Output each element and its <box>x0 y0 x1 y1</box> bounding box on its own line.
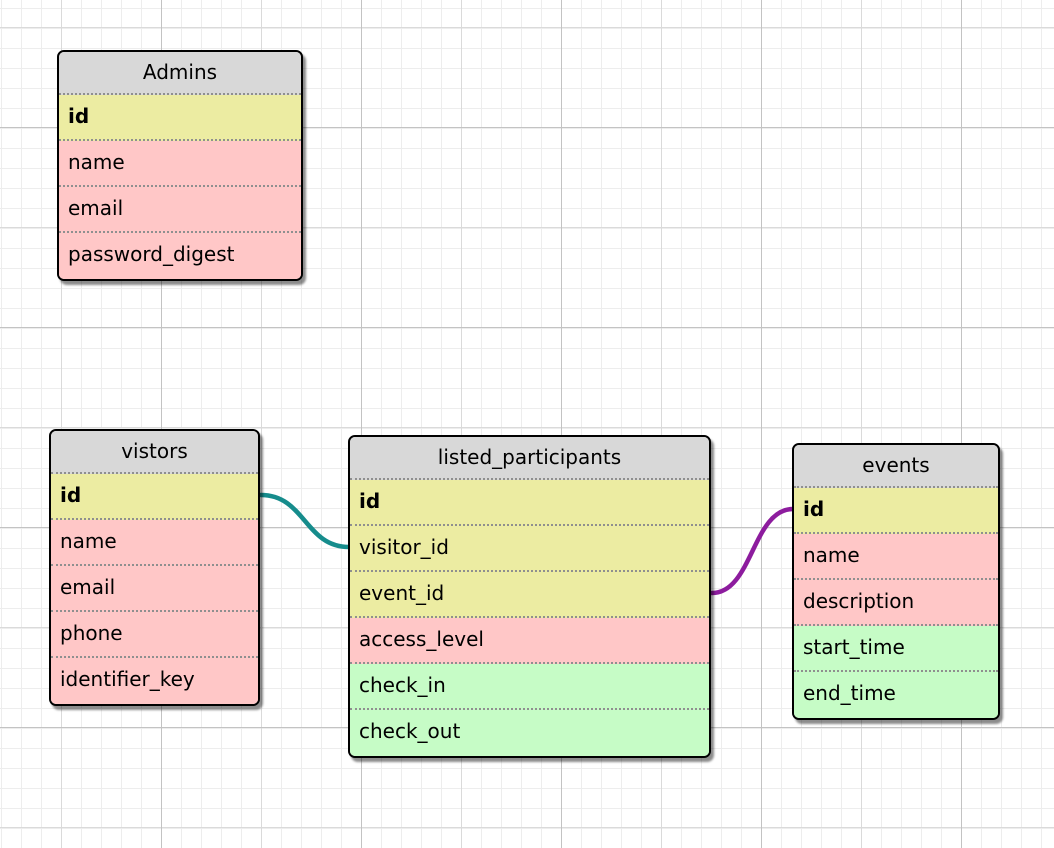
table-title-listed_participants[interactable]: listed_participants <box>350 437 709 480</box>
field-row-events-id: id <box>794 488 998 534</box>
field-row-admins-email: email <box>59 187 301 233</box>
table-title-vistors[interactable]: vistors <box>51 431 258 474</box>
field-row-listed_participants-check_out: check_out <box>350 710 709 756</box>
field-row-vistors-name: name <box>51 520 258 566</box>
field-row-listed_participants-id: id <box>350 480 709 526</box>
table-title-admins[interactable]: Admins <box>59 52 301 95</box>
field-row-listed_participants-event_id: event_id <box>350 572 709 618</box>
field-row-events-end_time: end_time <box>794 672 998 718</box>
field-row-listed_participants-access_level: access_level <box>350 618 709 664</box>
relationship-listed_participants-event_id-to-events-id <box>709 506 796 596</box>
field-row-admins-password_digest: password_digest <box>59 233 301 279</box>
field-row-events-start_time: start_time <box>794 626 998 672</box>
field-row-admins-name: name <box>59 141 301 187</box>
field-row-events-name: name <box>794 534 998 580</box>
relationship-vistors-id-to-listed_participants-visitor_id <box>258 492 352 550</box>
field-row-vistors-identifier_key: identifier_key <box>51 658 258 704</box>
field-row-listed_participants-check_in: check_in <box>350 664 709 710</box>
field-row-admins-id: id <box>59 95 301 141</box>
field-row-vistors-email: email <box>51 566 258 612</box>
table-title-events[interactable]: events <box>794 445 998 488</box>
field-row-vistors-phone: phone <box>51 612 258 658</box>
field-row-vistors-id: id <box>51 474 258 520</box>
field-row-listed_participants-visitor_id: visitor_id <box>350 526 709 572</box>
field-row-events-description: description <box>794 580 998 626</box>
